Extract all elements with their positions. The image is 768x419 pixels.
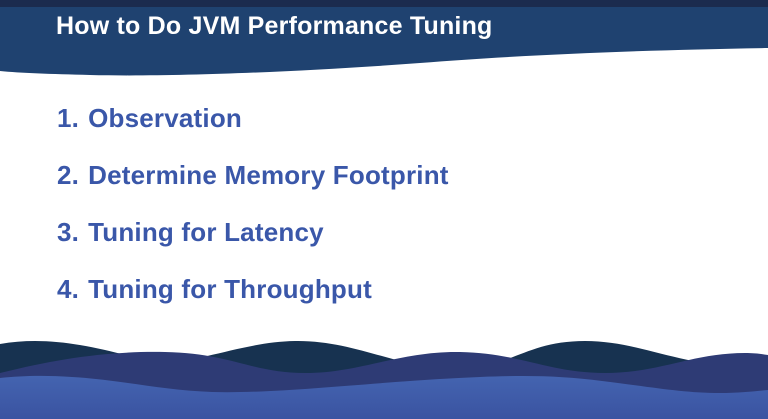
agenda-item-3-number: 3. <box>57 217 80 247</box>
agenda-item-4: 4. Tuning for Throughput <box>57 274 717 304</box>
slide-title: How to Do JVM Performance Tuning <box>56 12 493 40</box>
agenda-item-3: 3. Tuning for Latency <box>57 217 717 247</box>
header-wave <box>0 0 768 76</box>
header-top-strip <box>0 0 768 7</box>
agenda-item-4-number: 4. <box>57 274 80 304</box>
agenda-item-2-label: Determine Memory Footprint <box>88 160 449 190</box>
bottom-waves <box>0 340 768 419</box>
agenda-item-3-label: Tuning for Latency <box>88 217 324 247</box>
agenda-item-2-number: 2. <box>57 160 80 190</box>
agenda-item-1-label: Observation <box>88 103 243 133</box>
agenda-item-1-number: 1. <box>57 103 80 133</box>
wave-front-layer <box>0 375 768 419</box>
agenda-item-4-label: Tuning for Throughput <box>88 274 372 304</box>
agenda-item-2: 2. Determine Memory Footprint <box>57 160 717 190</box>
agenda-list: 1. Observation 2. Determine Memory Footpri… <box>57 103 717 331</box>
header-band-shape <box>0 0 768 76</box>
agenda-item-1: 1. Observation <box>57 103 717 133</box>
